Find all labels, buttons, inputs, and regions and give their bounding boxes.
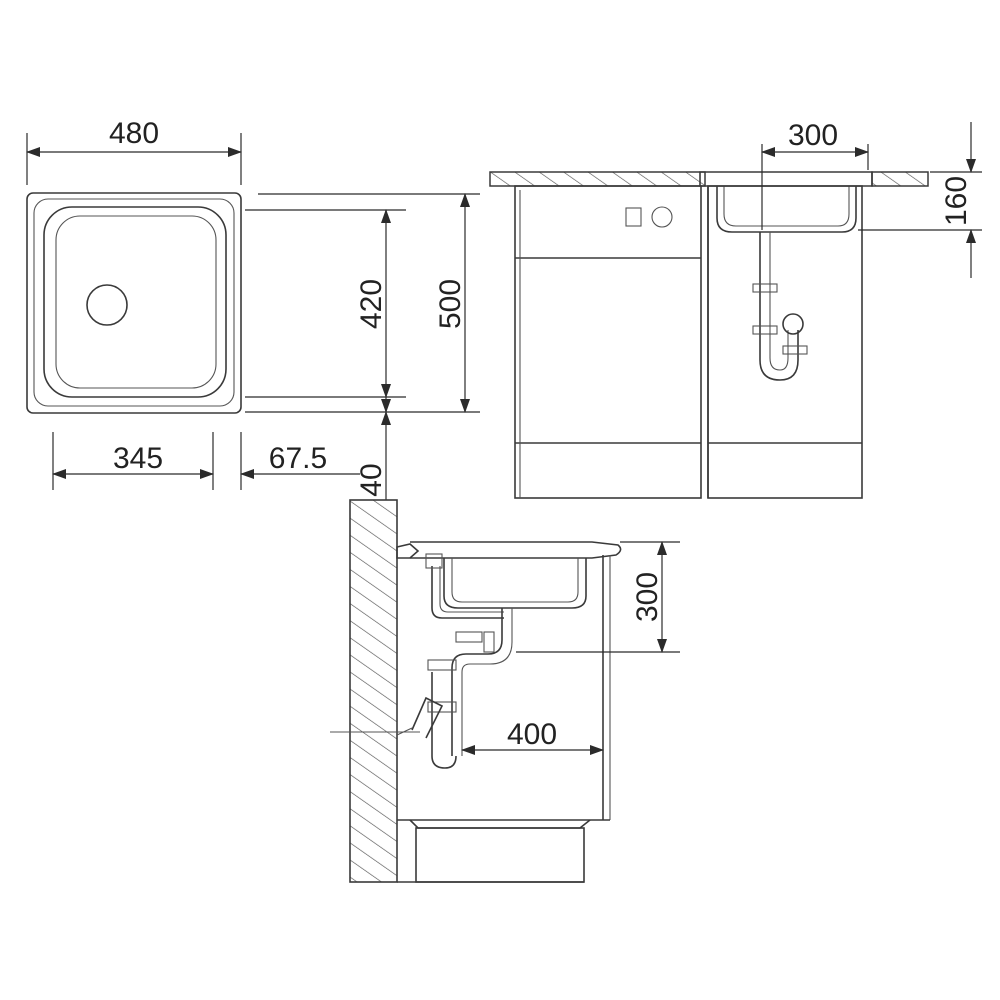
drain-hole — [86, 284, 128, 326]
side-clamp-4 — [483, 631, 495, 653]
side-worktop — [396, 543, 420, 559]
dishwasher-control-square — [625, 207, 642, 227]
sink-rim-front — [699, 171, 873, 187]
worktop-left — [489, 171, 706, 187]
dim-label-300-front: 300 — [788, 119, 838, 152]
side-sink-rim — [410, 541, 622, 559]
dim-label-300-side: 300 — [631, 572, 664, 622]
dim-label-400: 400 — [507, 718, 557, 751]
wall-section — [349, 499, 398, 883]
dim-label-160: 160 — [940, 176, 973, 226]
dishwasher-cabinet — [514, 185, 702, 499]
dim-label-480: 480 — [109, 117, 159, 150]
dishwasher-control-knob — [651, 206, 673, 228]
sink-cabinet — [707, 185, 863, 499]
trap-clamp-1 — [752, 283, 778, 293]
worktop-right — [871, 171, 929, 187]
dim-label-40: 40 — [355, 463, 388, 496]
side-view: 300 400 — [330, 499, 680, 883]
trap-clamp-2 — [752, 325, 778, 335]
wall-outlet-pipe — [411, 696, 444, 739]
dim-label-345: 345 — [113, 442, 163, 475]
side-plinth — [415, 827, 585, 883]
top-view: 480 420 500 345 67.5 40 — [26, 117, 480, 500]
drain-pipe — [451, 608, 503, 756]
sink-bowl-front-inner — [723, 186, 850, 227]
side-sink-bowl-inner — [451, 558, 579, 603]
trap-pipe-front-inner — [769, 232, 789, 371]
trap-cap — [782, 313, 804, 335]
sink-bowl-outer — [43, 206, 227, 398]
sink-outer-rim — [26, 192, 242, 414]
side-clamp-2 — [427, 659, 457, 671]
overflow-pipe-inner — [439, 566, 504, 613]
dim-label-420: 420 — [355, 279, 388, 329]
overflow-outlet — [425, 553, 443, 569]
sink-bowl-front — [716, 186, 857, 233]
sink-inner-rim — [33, 198, 235, 407]
side-clamp-3 — [427, 701, 457, 713]
sink-bowl-inner — [55, 215, 217, 389]
side-clamp-1 — [455, 631, 483, 643]
trap-bend — [431, 755, 457, 769]
overflow-pipe — [431, 566, 504, 619]
trap-clamp-3 — [782, 345, 808, 355]
trap-pipe-front — [759, 232, 799, 381]
drain-pipe-inner — [461, 608, 513, 756]
dim-label-500: 500 — [434, 279, 467, 329]
side-cabinet-shelf — [409, 819, 591, 829]
dim-label-675: 67.5 — [269, 442, 327, 475]
front-view: 300 160 — [489, 119, 982, 499]
side-sink-bowl — [443, 558, 587, 609]
